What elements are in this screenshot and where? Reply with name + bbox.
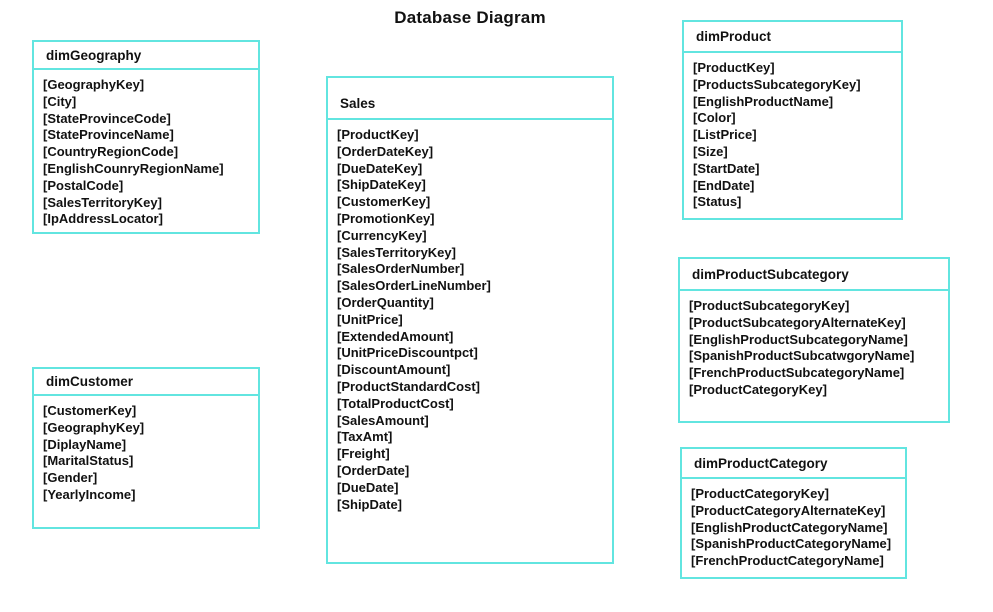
table-sales-title: Sales xyxy=(340,96,376,111)
table-dimproductcategory-header: dimProductCategory xyxy=(682,449,905,479)
field-item: [EnglishProductCategoryName] xyxy=(691,519,888,535)
field-item: [StateProvinceCode] xyxy=(43,110,171,126)
field-item: [ProductSubcategoryKey] xyxy=(689,298,850,313)
table-dimproductsubcategory-field-list: [ProductSubcategoryKey][ProductSubcatego… xyxy=(680,291,948,399)
field-item: [ShipDateKey] xyxy=(337,177,426,193)
field-item: [TotalProductCost] xyxy=(337,395,454,411)
table-dimgeography-title: dimGeography xyxy=(46,47,142,63)
field-item: [DiscountAmount] xyxy=(337,362,451,378)
field-item: [EndDate] xyxy=(693,177,755,193)
field-item: [CurrencyKey] xyxy=(337,227,427,243)
table-sales: Sales [ProductKey][OrderDateKey][DueDate… xyxy=(326,76,614,564)
table-sales-header: Sales xyxy=(328,78,612,120)
table-dimgeography-field-list: [GeographyKey][City][StateProvinceCode][… xyxy=(34,70,258,228)
table-dimcustomer: dimCustomer [CustomerKey][GeographyKey][… xyxy=(32,367,260,529)
field-item: [ProductKey] xyxy=(693,60,775,75)
field-item: [CustomerKey] xyxy=(337,194,431,210)
field-item: [OrderDate] xyxy=(337,462,410,478)
field-item: [TaxAmt] xyxy=(337,429,393,445)
field-item: [ListPrice] xyxy=(693,127,757,143)
table-dimgeography-header: dimGeography xyxy=(34,42,258,70)
field-item: [ExtendedAmount] xyxy=(337,328,454,344)
field-item: [SpanishProductCategoryName] xyxy=(691,536,892,552)
field-item: [City] xyxy=(43,93,77,109)
table-dimcustomer-title: dimCustomer xyxy=(46,374,134,389)
field-item: [SpanishProductSubcatwgoryName] xyxy=(689,348,915,364)
field-item: [EnglishProductName] xyxy=(693,93,834,109)
field-item: [EnglishProductSubcategoryName] xyxy=(689,331,908,347)
field-item: [DueDateKey] xyxy=(337,160,423,176)
field-item: [ProductCategoryAlternateKey] xyxy=(691,502,886,518)
field-item: [OrderDateKey] xyxy=(337,143,434,159)
field-item: [ProductStandardCost] xyxy=(337,378,480,394)
field-item: [PostalCode] xyxy=(43,177,124,193)
table-dimproductsubcategory: dimProductSubcategory [ProductSubcategor… xyxy=(678,257,950,423)
field-item: [Color] xyxy=(693,110,736,126)
field-item: [Freight] xyxy=(337,446,390,462)
field-item: [UnitPrice] xyxy=(337,311,403,327)
table-dimproductsubcategory-header: dimProductSubcategory xyxy=(680,259,948,291)
field-item: [CountryRegionCode] xyxy=(43,144,179,160)
table-dimcustomer-header: dimCustomer xyxy=(34,369,258,396)
table-dimproduct: dimProduct [ProductKey][ProductsSubcateg… xyxy=(682,20,903,220)
field-item: [SalesTerritoryKey] xyxy=(43,194,162,210)
field-item: [ShipDate] xyxy=(337,496,402,512)
field-item: [SalesAmount] xyxy=(337,412,429,428)
field-item: [ProductSubcategoryAlternateKey] xyxy=(689,314,906,330)
table-dimgeography: dimGeography [GeographyKey][City][StateP… xyxy=(32,40,260,234)
field-item: [Size] xyxy=(693,143,728,159)
diagram-title: Database Diagram xyxy=(394,8,546,27)
table-dimproduct-field-list: [ProductKey][ProductsSubcategoryKey][Eng… xyxy=(684,53,901,211)
field-item: [YearlyIncome] xyxy=(43,486,136,502)
field-item: [OrderQuantity] xyxy=(337,294,434,310)
field-item: [IpAddressLocator] xyxy=(43,211,163,227)
table-dimproduct-header: dimProduct xyxy=(684,22,901,53)
field-item: [CustomerKey] xyxy=(43,403,137,418)
field-item: [GeographyKey] xyxy=(43,77,145,92)
table-dimproductsubcategory-title: dimProductSubcategory xyxy=(692,266,849,282)
field-item: [SalesOrderNumber] xyxy=(337,261,465,277)
table-dimproductcategory-field-list: [ProductCategoryKey][ProductCategoryAlte… xyxy=(682,479,905,570)
field-item: [EnglishCounryRegionName] xyxy=(43,160,224,176)
field-item: [Gender] xyxy=(43,470,98,486)
field-item: [UnitPriceDiscountpct] xyxy=(337,345,478,361)
field-item: [FrenchProductSubcategoryName] xyxy=(689,365,905,381)
table-dimproductcategory: dimProductCategory [ProductCategoryKey][… xyxy=(680,447,907,579)
field-item: [MaritalStatus] xyxy=(43,453,134,469)
field-item: [DueDate] xyxy=(337,479,399,495)
field-item: [ProductKey] xyxy=(337,127,419,142)
field-item: [StateProvinceName] xyxy=(43,127,174,143)
field-item: [SalesOrderLineNumber] xyxy=(337,278,491,294)
field-item: [PromotionKey] xyxy=(337,210,435,226)
field-item: [GeographyKey] xyxy=(43,419,145,435)
table-dimproductcategory-title: dimProductCategory xyxy=(694,455,828,471)
field-item: [Status] xyxy=(693,194,742,210)
field-item: [SalesTerritoryKey] xyxy=(337,244,456,260)
field-item: [ProductCategoryKey] xyxy=(689,381,827,397)
table-dimcustomer-field-list: [CustomerKey][GeographyKey][DiplayName][… xyxy=(34,396,258,504)
field-item: [ProductsSubcategoryKey] xyxy=(693,76,861,92)
field-item: [StartDate] xyxy=(693,160,760,176)
table-sales-field-list: [ProductKey][OrderDateKey][DueDateKey][S… xyxy=(328,120,612,513)
table-dimproduct-title: dimProduct xyxy=(696,29,772,44)
field-item: [FrenchProductCategoryName] xyxy=(691,553,884,569)
field-item: [ProductCategoryKey] xyxy=(691,486,829,501)
field-item: [DiplayName] xyxy=(43,436,127,452)
